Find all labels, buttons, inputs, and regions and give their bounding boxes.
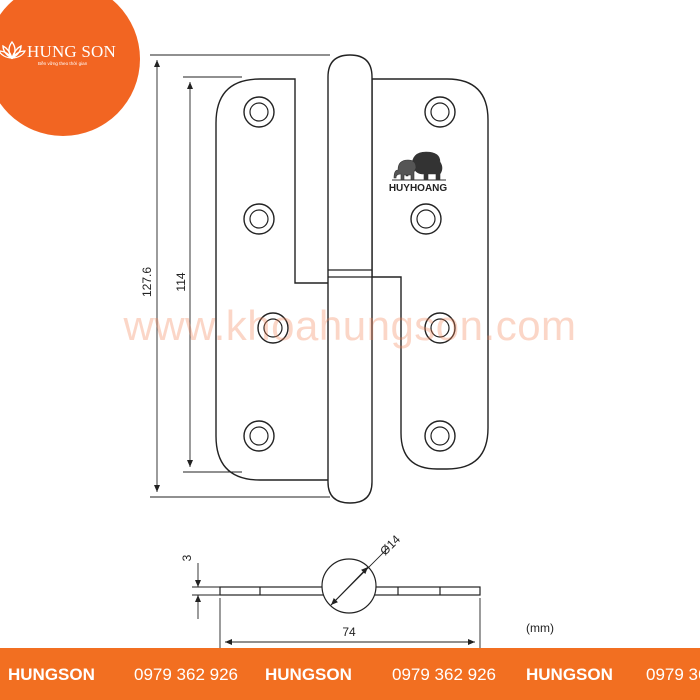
thickness-label: 3 (180, 554, 194, 561)
pin-diameter-dimension (330, 547, 389, 606)
footer-phone-clipped: 0979 36 (646, 665, 700, 684)
screw-hole-group (243, 96, 456, 452)
hole-span-label: 114 (174, 272, 188, 291)
logo-name: HUNG SON (27, 42, 116, 61)
hole-span-dimension (183, 76, 242, 473)
screw-hole (424, 312, 456, 344)
elephant-logo-icon (392, 151, 446, 181)
screw-hole (243, 203, 275, 235)
pin-diameter-label: Ø14 (377, 532, 403, 558)
overall-height-dimension (150, 54, 330, 498)
screw-hole (424, 96, 456, 128)
screw-hole (243, 420, 275, 452)
screw-hole (257, 312, 289, 344)
thickness-dimension (192, 563, 222, 619)
overall-height-label: 127.6 (140, 267, 154, 297)
footer-banner: HUNGSON 0979 362 926 HUNGSON 0979 362 92… (0, 648, 700, 700)
hinge-technical-drawing: HUYHOANG 127.6 114 Ø14 3 74 (140, 54, 554, 648)
footer-brand: HUNGSON (526, 665, 613, 684)
logo-slogan: Bền vững theo thời gian (38, 61, 88, 66)
website-watermark: www.khoahungson.com (123, 302, 577, 349)
footer-brand: HUNGSON (265, 665, 352, 684)
screw-hole (410, 203, 442, 235)
unit-label: (mm) (526, 621, 554, 635)
footer-phone: 0979 362 926 (134, 665, 238, 684)
footer-phone: 0979 362 926 (392, 665, 496, 684)
screw-hole (243, 96, 275, 128)
left-hinge-leaf (215, 78, 330, 481)
lotus-icon (0, 40, 26, 60)
engraving-text: HUYHOANG (389, 183, 448, 194)
right-hinge-leaf (371, 78, 489, 470)
footer-brand: HUNGSON (8, 665, 95, 684)
width-dimension (219, 598, 481, 648)
width-label: 74 (342, 625, 356, 639)
hinge-pin-knuckle (327, 54, 373, 504)
screw-hole (424, 420, 456, 452)
brand-logo: HUNG SON Bền vững theo thời gian (0, 0, 140, 136)
